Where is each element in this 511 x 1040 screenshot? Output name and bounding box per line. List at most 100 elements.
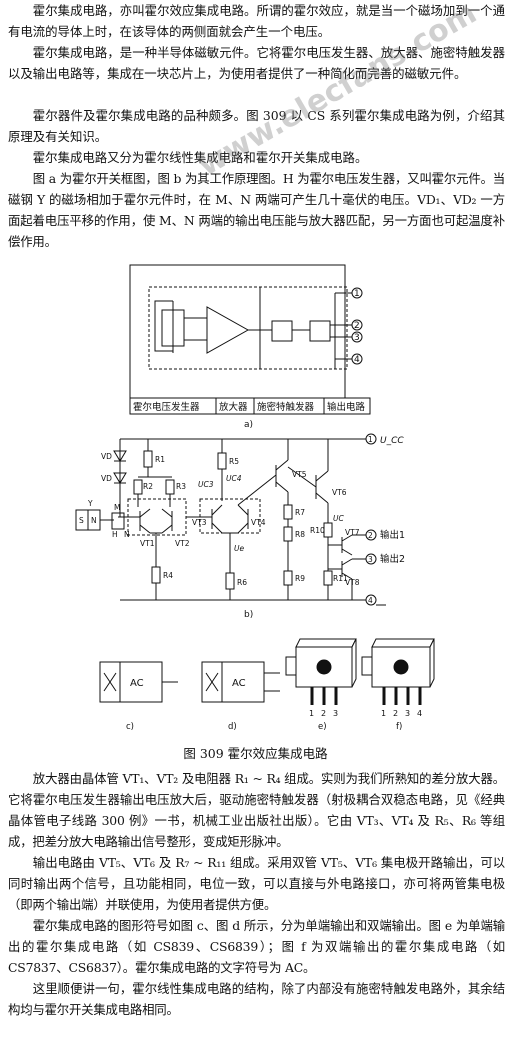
amplifier-symbol xyxy=(206,306,250,354)
pin-a-label-2: 2 xyxy=(354,321,360,331)
label-h: H xyxy=(112,530,118,539)
ac-label-c: AC xyxy=(130,678,144,689)
ucc-pin-label: 1 xyxy=(368,435,373,444)
pin-a-3 xyxy=(351,331,363,343)
paragraph-3: 霍尔器件及霍尔集成电路的品种颇多。图 309 以 CS 系列霍尔集成电路为例，介… xyxy=(8,108,505,144)
block-label-hall-generator: 霍尔电压发生器 xyxy=(133,401,200,413)
label-vt2: VT2 xyxy=(175,539,190,548)
label-r10: R10 xyxy=(310,526,325,535)
output-terminal-2 xyxy=(365,553,377,565)
label-r6: R6 xyxy=(237,578,247,587)
label-r11: R11 xyxy=(333,574,348,583)
pin-e-2: 2 xyxy=(321,709,326,718)
pin-a-1 xyxy=(351,287,363,299)
paragraph-1: 霍尔集成电路，亦叫霍尔效应集成电路。所谓的霍尔效应，就是当一个磁场加到一个通有电… xyxy=(8,3,505,39)
pin-a-label-1: 1 xyxy=(354,289,360,299)
pin-a-4 xyxy=(351,353,363,365)
label-ue: Ue xyxy=(234,544,244,553)
resistor-r3 xyxy=(165,479,175,495)
resistor-r6 xyxy=(225,572,235,590)
package-f xyxy=(361,638,435,705)
label-vt8: VT8 xyxy=(345,578,360,587)
pin-e-1: 1 xyxy=(309,709,314,718)
output-1-label: 输出1 xyxy=(380,529,405,541)
label-vd2: VD xyxy=(101,474,112,483)
label-vt1: VT1 xyxy=(140,539,155,548)
label-uc: UC xyxy=(333,514,344,523)
label-m: M xyxy=(114,503,120,512)
resistor-r11 xyxy=(323,570,333,586)
figure-309: 1 2 3 4 霍尔电压发生器 放大器 施密特触发器 输出电路 a) xyxy=(75,264,435,732)
label-r3: R3 xyxy=(176,482,186,491)
schmitt-trigger-box xyxy=(271,320,293,342)
resistor-r10 xyxy=(323,522,333,538)
label-r2: R2 xyxy=(143,482,153,491)
ucc-terminal xyxy=(365,433,377,445)
label-vt4: VT4 xyxy=(251,518,266,527)
output-terminal-1 xyxy=(365,529,377,541)
resistor-r8 xyxy=(283,526,293,542)
hall-element-h xyxy=(111,512,125,530)
diode-vd1 xyxy=(113,450,127,462)
sublabel-e: e) xyxy=(318,722,327,732)
label-r9: R9 xyxy=(295,574,305,583)
resistor-r5 xyxy=(217,452,227,470)
label-vt6: VT6 xyxy=(332,488,347,497)
out2-pin: 3 xyxy=(368,555,373,564)
output-2-label: 输出2 xyxy=(380,553,405,565)
label-vt7: VT7 xyxy=(345,528,360,537)
hall-generator-box xyxy=(148,286,348,370)
pin-a-label-4: 4 xyxy=(354,355,360,365)
label-r7: R7 xyxy=(295,508,305,517)
paragraph-2: 霍尔集成电路，是一种半导体磁敏元件。它将霍尔电压发生器、放大器、施密特触发器以及… xyxy=(8,45,505,81)
diode-vd2 xyxy=(113,472,127,484)
symbol-d xyxy=(201,661,265,703)
label-vt3: VT3 xyxy=(192,518,207,527)
pin-f-1: 1 xyxy=(381,709,386,718)
label-n2: N xyxy=(124,530,130,539)
paragraph-7: 输出电路由 VT₅、VT₆ 及 R₇ ~ R₁₁ 组成。采用双管 VT₅、VT₆… xyxy=(8,855,505,912)
label-r4: R4 xyxy=(163,571,173,580)
pin-a-label-3: 3 xyxy=(354,333,360,343)
sublabel-d: d) xyxy=(228,722,237,732)
label-uc3: UC3 xyxy=(198,480,214,489)
resistor-r4 xyxy=(151,566,161,584)
block-label-output: 输出电路 xyxy=(327,401,366,413)
figure-caption: 图 309 霍尔效应集成电路 xyxy=(183,746,328,761)
label-y: Y xyxy=(87,499,93,508)
label-r8: R8 xyxy=(295,530,305,539)
resistor-r9 xyxy=(283,570,293,586)
pin-f-3: 3 xyxy=(405,709,410,718)
sublabel-f: f) xyxy=(396,722,402,732)
label-vd1: VD xyxy=(101,452,112,461)
label-s: S xyxy=(79,516,84,525)
package-e xyxy=(285,638,357,705)
resistor-r1 xyxy=(143,450,153,468)
block-label-schmitt: 施密特触发器 xyxy=(257,401,315,413)
label-uc4: UC4 xyxy=(226,474,242,483)
pin-f-4: 4 xyxy=(417,709,422,718)
paragraph-4: 霍尔集成电路又分为霍尔线性集成电路和霍尔开关集成电路。 xyxy=(32,150,368,165)
pin-a-2 xyxy=(351,319,363,331)
label-r1: R1 xyxy=(155,455,165,464)
sublabel-c: c) xyxy=(126,722,134,732)
sublabel-b: b) xyxy=(244,610,253,620)
out1-pin: 2 xyxy=(368,531,373,540)
label-vt5: VT5 xyxy=(292,470,307,479)
ucc-label: U_CC xyxy=(380,436,404,446)
block-label-amplifier: 放大器 xyxy=(219,401,248,413)
resistor-r7 xyxy=(283,504,293,520)
pin-e-3: 3 xyxy=(333,709,338,718)
ac-label-d: AC xyxy=(232,678,246,689)
paragraph-5: 图 a 为霍尔开关框图，图 b 为其工作原理图。H 为霍尔电压发生器，又叫霍尔元… xyxy=(8,171,505,249)
paragraph-9: 这里顺便讲一句，霍尔线性集成电路的结构，除了内部没有施密特触发电路外，其余结构均… xyxy=(8,981,505,1017)
pin-f-2: 2 xyxy=(393,709,398,718)
paragraph-6: 放大器由晶体管 VT₁、VT₂ 及电阻器 R₁ ~ R₄ 组成。实则为我们所熟知… xyxy=(8,771,505,849)
output-box xyxy=(309,320,331,342)
label-r5: R5 xyxy=(229,457,239,466)
label-n: N xyxy=(91,516,97,525)
sublabel-a: a) xyxy=(244,420,253,430)
ground-pin: 4 xyxy=(368,596,373,605)
paragraph-8: 霍尔集成电路的图形符号如图 c、图 d 所示，分为单端输出和双端输出。图 e 为… xyxy=(8,918,505,975)
resistor-r2 xyxy=(133,479,143,495)
